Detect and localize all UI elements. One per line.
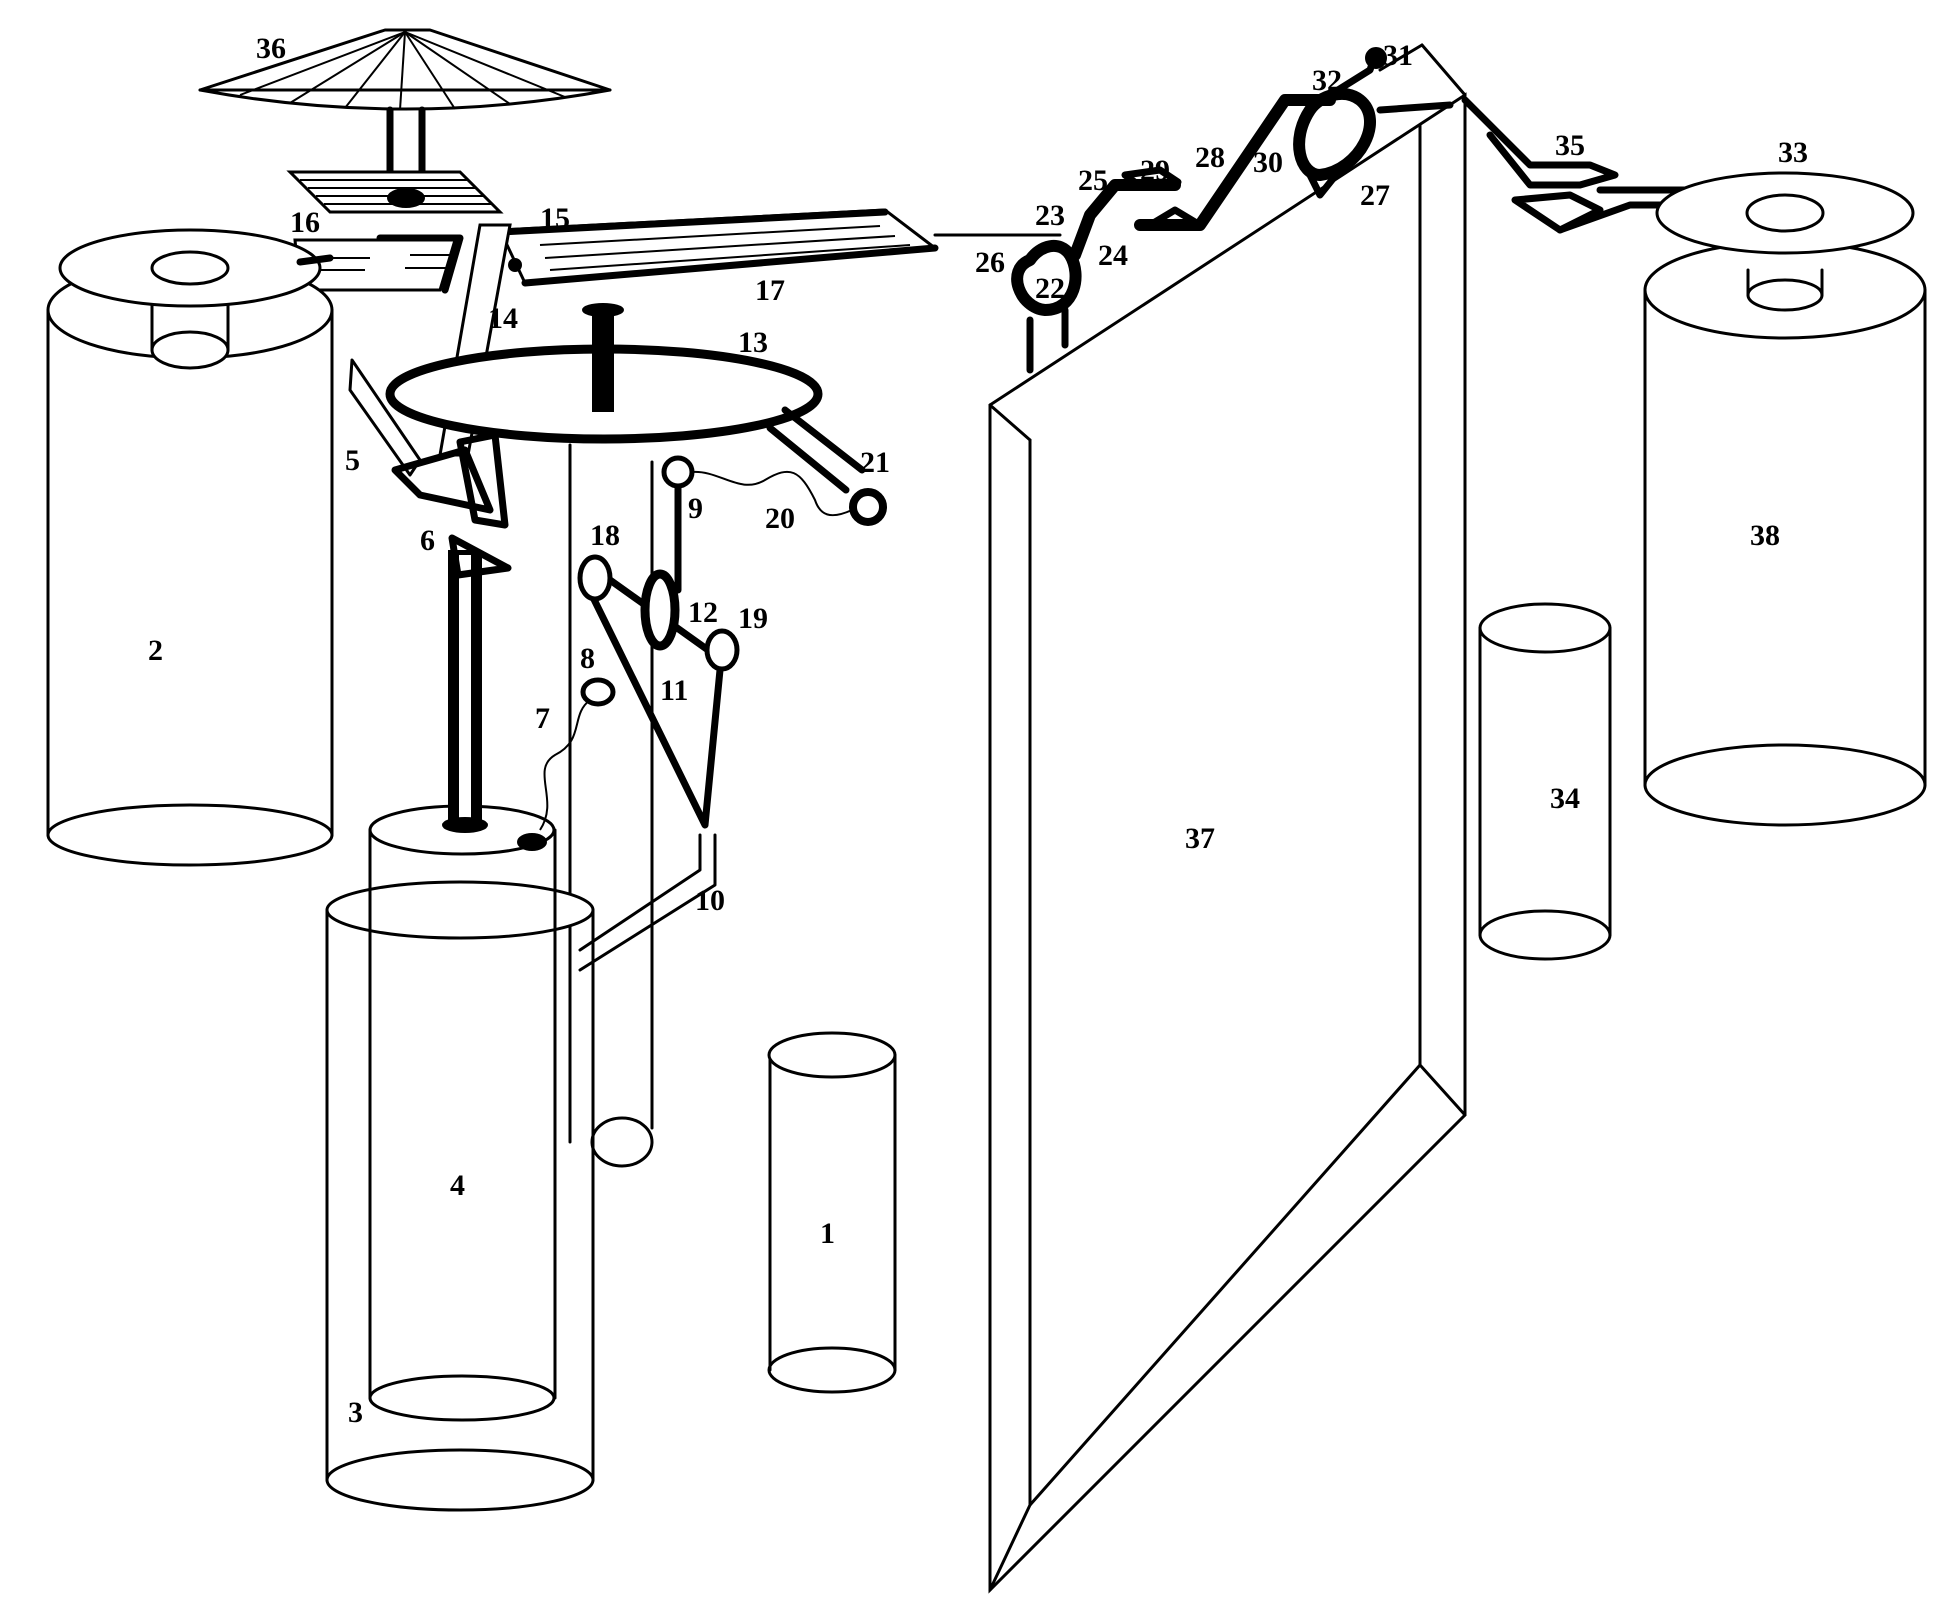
label-26: 26 <box>975 246 1005 279</box>
cylinder-2 <box>46 228 334 867</box>
label-29: 29 <box>1140 154 1170 187</box>
label-37: 37 <box>1185 822 1215 855</box>
labels: 1 2 3 4 5 6 7 8 9 10 11 12 13 14 15 16 1… <box>148 32 1808 1429</box>
label-18: 18 <box>590 519 620 552</box>
label-3: 3 <box>348 1396 363 1429</box>
label-15: 15 <box>540 202 570 235</box>
label-24: 24 <box>1098 239 1128 272</box>
label-9: 9 <box>688 492 703 525</box>
label-1: 1 <box>820 1217 835 1250</box>
label-8: 8 <box>580 642 595 675</box>
cylinder-38 <box>1643 171 1927 827</box>
label-16: 16 <box>290 206 320 239</box>
back-cylinder <box>568 443 654 1168</box>
label-14: 14 <box>488 302 518 335</box>
label-27: 27 <box>1360 179 1390 212</box>
cylinder-1 <box>767 1031 897 1394</box>
label-6: 6 <box>420 524 435 557</box>
label-34: 34 <box>1550 782 1580 815</box>
label-28: 28 <box>1195 141 1225 174</box>
label-12: 12 <box>688 596 718 629</box>
label-30: 30 <box>1253 146 1283 179</box>
label-23: 23 <box>1035 199 1065 232</box>
disc-13 <box>385 303 823 444</box>
cylinder-34 <box>1478 602 1612 961</box>
label-20: 20 <box>765 502 795 535</box>
label-35: 35 <box>1555 129 1585 162</box>
arm-21 <box>766 406 887 526</box>
panel-37 <box>988 43 1467 1594</box>
label-25: 25 <box>1078 164 1108 197</box>
label-17: 17 <box>755 274 785 307</box>
label-5: 5 <box>345 444 360 477</box>
frame-5 <box>348 358 509 529</box>
label-10: 10 <box>695 884 725 917</box>
label-21: 21 <box>860 446 890 479</box>
label-4: 4 <box>450 1169 465 1202</box>
grid-panel <box>286 170 504 214</box>
label-32: 32 <box>1312 64 1342 97</box>
cylinders-3-4 <box>325 534 717 1512</box>
label-19: 19 <box>738 602 768 635</box>
label-31: 31 <box>1383 39 1413 72</box>
label-11: 11 <box>660 674 688 707</box>
linkage-22-32 <box>1011 47 1454 316</box>
label-22: 22 <box>1035 272 1065 305</box>
label-7: 7 <box>535 702 550 735</box>
label-2: 2 <box>148 634 163 667</box>
label-33: 33 <box>1778 136 1808 169</box>
rail-assembly <box>293 208 1062 294</box>
label-38: 38 <box>1750 519 1780 552</box>
label-36: 36 <box>256 32 286 65</box>
label-13: 13 <box>738 326 768 359</box>
gear-mechanism <box>539 455 853 831</box>
